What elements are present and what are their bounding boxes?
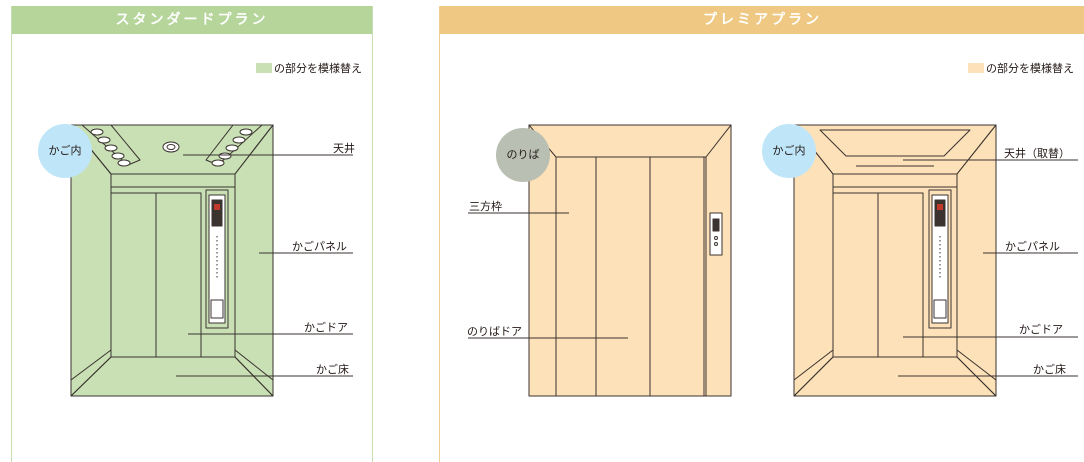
legend-text: の部分を模様替え: [986, 62, 1074, 75]
premium-plan-panel: プレミアプラン の部分を模様替え: [439, 6, 1084, 462]
premium-landing-door-label: のりばドア: [467, 325, 522, 338]
standard-car-illustration: [70, 124, 353, 397]
premium-floor-label: かご床: [1033, 363, 1066, 376]
premium-frame-label: 三方枠: [469, 200, 502, 213]
premium-landing-illustration: [468, 124, 732, 397]
standard-car-badge: かご内: [38, 124, 92, 178]
standard-floor-label: かご床: [316, 363, 349, 376]
legend-swatch: [968, 63, 984, 73]
premium-panel-label: かごパネル: [1005, 240, 1060, 253]
premium-ceiling-label: 天井（取替）: [1004, 147, 1070, 160]
standard-door-label: かごドア: [304, 321, 348, 334]
premium-plan-header: プレミアプラン: [440, 6, 1084, 34]
legend-text: の部分を模様替え: [274, 62, 362, 75]
premium-door-label: かごドア: [1019, 323, 1063, 336]
premium-legend: の部分を模様替え: [968, 60, 1074, 76]
premium-car-badge: かご内: [762, 124, 816, 178]
premium-landing-badge: のりば: [496, 128, 550, 182]
legend-swatch: [256, 63, 272, 73]
standard-plan-header: スタンダードプラン: [12, 6, 372, 34]
standard-ceiling-label: 天井: [333, 142, 355, 155]
premium-car-illustration: [793, 124, 1078, 397]
standard-legend: の部分を模様替え: [256, 60, 362, 76]
standard-plan-panel: スタンダードプラン の部分を模様替え: [11, 6, 373, 462]
standard-panel-label: かごパネル: [292, 240, 347, 253]
